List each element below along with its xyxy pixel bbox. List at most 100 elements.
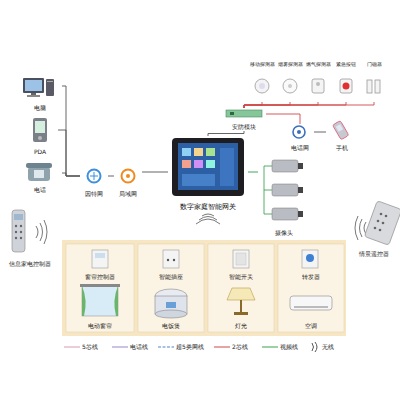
remote-control-icon-part [15, 225, 17, 227]
gas-sensor-icon-part [316, 82, 320, 86]
computer-node: 电脑 [18, 76, 62, 112]
smart-socket-icon-part [163, 250, 179, 268]
internet-icon [88, 170, 101, 183]
mobile-phone-icon [333, 121, 349, 140]
remote-control-icon-part [20, 225, 22, 227]
phone-network-icon-part [297, 130, 301, 134]
air-conditioner-icon-part [294, 306, 328, 308]
node-label: 信息家电控制器 [8, 261, 52, 268]
camera-icon-part [264, 166, 272, 214]
smart-socket-icon [163, 250, 179, 268]
appliance-node: 灯光 [210, 284, 272, 330]
gateway-panel-part [182, 174, 215, 186]
connector-line [62, 86, 80, 176]
curtain-icon-part [80, 284, 120, 287]
internet-icon-part [88, 170, 101, 183]
security-module-icon [226, 110, 262, 117]
scene-remote-icon-part [379, 229, 382, 232]
computer-icon-part [31, 93, 36, 95]
gateway-node: 数字家庭智能网关 [168, 136, 248, 211]
legend-label: 2芯线 [232, 344, 248, 351]
remote-control-icon [12, 210, 25, 252]
lamp-icon-part [234, 312, 248, 315]
gateway-panel-part [220, 148, 234, 186]
curtain-controller-icon-part [92, 250, 108, 268]
connector-line [244, 102, 374, 108]
phone-icon-part [34, 170, 44, 178]
appliance-node: 电饭煲 [140, 284, 202, 330]
node-label: 电动窗帘 [87, 323, 113, 330]
connector-line [142, 172, 168, 173]
smart-switch-icon [233, 250, 249, 268]
phone-network-icon-part [293, 126, 305, 138]
wireless-arcs-part [196, 219, 220, 224]
scene-remote-icon-part [382, 222, 385, 225]
air-conditioner-icon-part [290, 296, 332, 310]
wireless-arcs [355, 216, 366, 240]
smoke-sensor-icon-part [288, 84, 292, 88]
appliance-panel-part [138, 244, 204, 332]
smart-socket-icon-part [173, 259, 175, 261]
pda-node: PDA [22, 116, 58, 156]
node-label: PDA [33, 149, 47, 156]
legend-label: 视频线 [280, 344, 298, 351]
appliance-node: 电动窗帘 [70, 284, 130, 330]
repeater-icon-part [302, 250, 318, 268]
gas-sensor-icon-part [312, 79, 324, 93]
controller-node: 转发器 [280, 248, 342, 281]
node-label: 紧急按钮 [335, 62, 357, 68]
legend-label: 电话线 [130, 344, 148, 351]
computer-icon [23, 78, 54, 97]
wireless-arcs-part [202, 214, 214, 216]
scene-remote-icon-part [364, 201, 400, 246]
pda-icon [33, 118, 47, 142]
pda-icon-part [38, 136, 42, 140]
wireless-arcs [196, 214, 220, 224]
remote-node: 信息家电控制器 [2, 206, 58, 268]
lan-node: 局域网 [114, 168, 142, 198]
connector-line [248, 172, 258, 173]
legend-samples-part [112, 347, 128, 348]
curtain-controller-icon [92, 250, 108, 268]
lamp-icon-part [227, 288, 255, 300]
rice-cooker-icon-part [166, 302, 176, 308]
computer-icon-part [25, 80, 42, 91]
node-label: 智能开关 [228, 274, 254, 281]
legend-label: 超5类网线 [176, 344, 204, 351]
legend-samples-part [214, 347, 230, 348]
wireless-arcs [36, 220, 47, 244]
connector-line [108, 176, 114, 177]
air-conditioner-icon [290, 296, 332, 310]
curtain-icon [80, 284, 120, 316]
legend-samples [64, 342, 317, 352]
remote-node: 情景遥控器 [350, 200, 398, 258]
motion-sensor-icon-part [259, 83, 265, 89]
legend-label: 无线 [322, 344, 334, 351]
phone-icon [26, 163, 52, 181]
mobile-phone-node: 手机 [326, 118, 358, 152]
node-label: 摄像头 [274, 230, 294, 237]
gateway-panel-part [206, 160, 215, 168]
pda-icon-part [33, 118, 47, 142]
camera-icon-part [272, 184, 298, 196]
remote-control-icon-part [12, 210, 25, 252]
node-label: 情景遥控器 [358, 251, 390, 258]
remote-control-icon-part [14, 214, 23, 220]
gateway-panel [172, 138, 244, 196]
appliance-panel-part [66, 244, 134, 332]
phone-network-node: 电话网 [286, 124, 314, 152]
curtain-controller-icon-part [95, 253, 105, 258]
node-label: 转发器 [301, 274, 321, 281]
rice-cooker-icon-part [155, 310, 187, 318]
lan-icon-part [126, 174, 130, 178]
gateway-panel-part [206, 148, 215, 156]
camera-icon-part [272, 208, 298, 220]
computer-icon-part [47, 81, 53, 82]
wireless-arcs-part [44, 220, 47, 244]
door-sensor-icon-part [367, 80, 372, 93]
appliance-panel-part [278, 244, 344, 332]
node-label: 窗帘控制器 [84, 274, 116, 281]
remote-control-icon-part [15, 237, 17, 239]
repeater-icon-part [306, 254, 314, 262]
